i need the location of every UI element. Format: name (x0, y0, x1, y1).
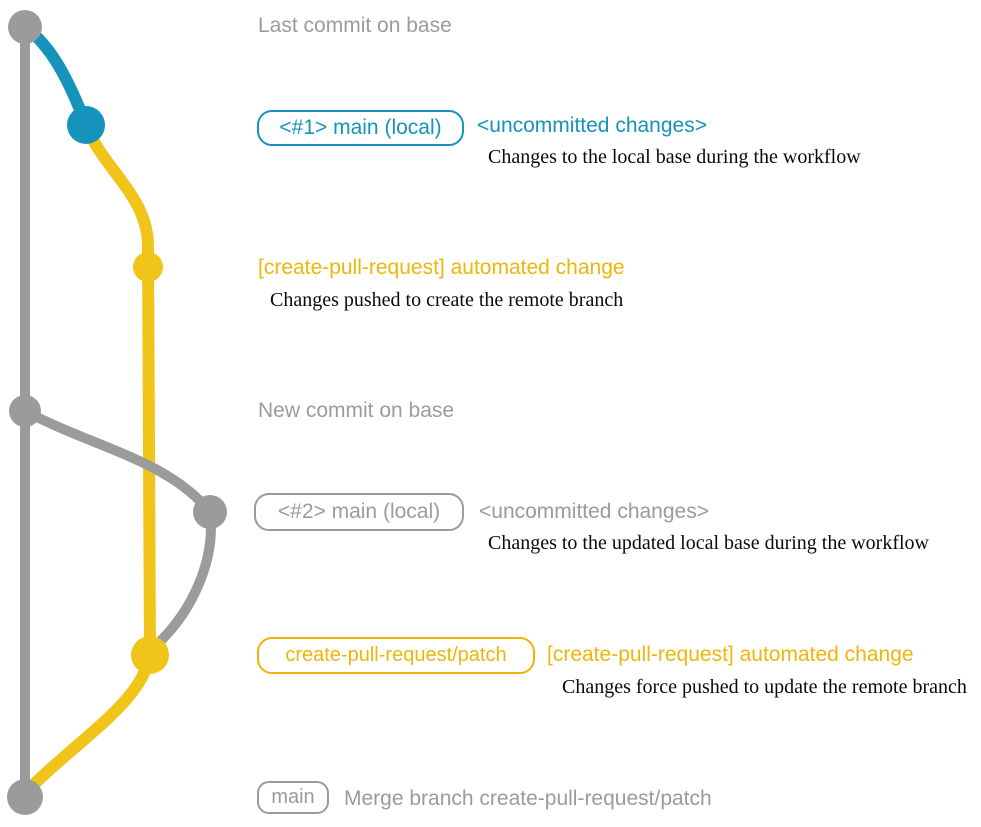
commit-node-local-1 (67, 106, 105, 144)
merge-commit-label: Merge branch create-pull-request/patch (344, 787, 712, 810)
commit-node-local-2 (193, 495, 227, 529)
automated-change-label-2: [create-pull-request] automated change (547, 643, 914, 666)
branch-badge-label: <#2> main (local) (277, 500, 441, 523)
commit-node-automated-1 (133, 252, 163, 282)
uncommitted-changes-label-2: <uncommitted changes> (479, 500, 709, 523)
local-branch-line-2 (20, 406, 216, 654)
commit-node-automated-2 (131, 636, 169, 674)
push-note-1: Changes pushed to create the remote bran… (270, 289, 624, 311)
branch-badge-label: main (271, 786, 315, 808)
local-base-note-2: Changes to the updated local base during… (488, 532, 929, 554)
new-commit-label: New commit on base (258, 399, 455, 422)
git-graph (7, 10, 227, 815)
branch-badge-patch: create-pull-request/patch (257, 637, 535, 674)
commit-node-merge (7, 779, 43, 815)
local-base-note-1: Changes to the local base during the wor… (488, 146, 861, 168)
branch-badge-local-main-1: <#1> main (local) (257, 110, 464, 146)
uncommitted-changes-label-1: <uncommitted changes> (477, 114, 707, 137)
automated-change-label-1: [create-pull-request] automated change (258, 256, 625, 279)
branch-badge-main: main (257, 781, 329, 814)
commit-node-last-base (8, 10, 42, 44)
force-push-note: Changes force pushed to update the remot… (562, 676, 967, 698)
commit-node-new-base (9, 395, 41, 427)
branch-badge-label: <#1> main (local) (279, 116, 442, 139)
branch-badge-local-main-2: <#2> main (local) (254, 493, 464, 531)
last-commit-label: Last commit on base (258, 14, 452, 37)
branch-badge-label: create-pull-request/patch (285, 644, 507, 666)
